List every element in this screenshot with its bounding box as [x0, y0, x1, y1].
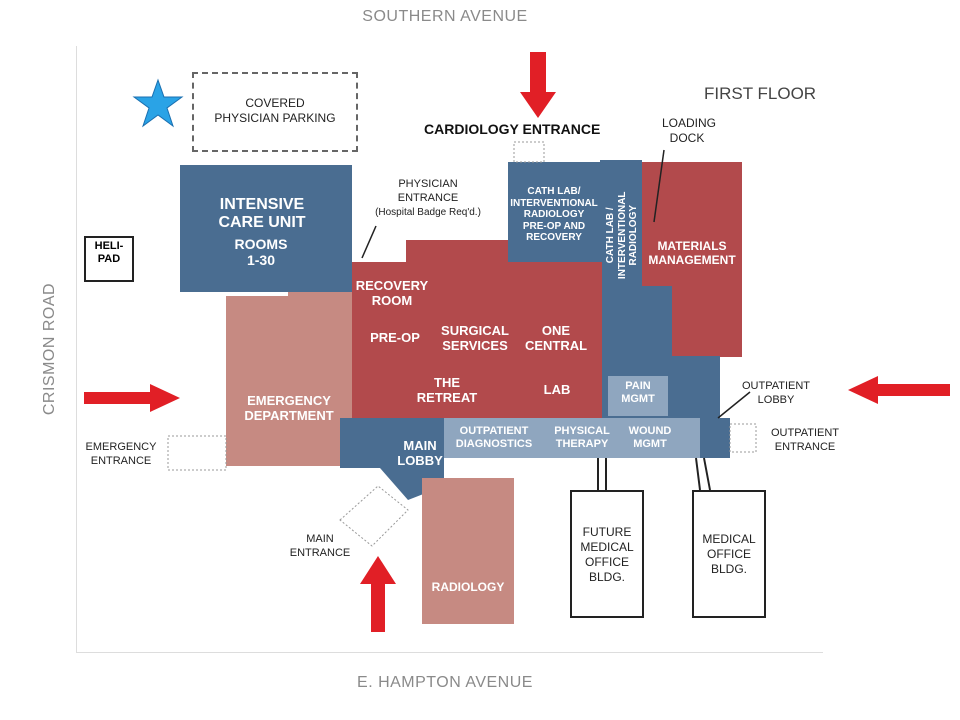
map-sheet	[76, 46, 823, 653]
loading-dock-label: LOADING DOCK	[662, 116, 717, 145]
pain-block	[608, 376, 668, 416]
pain-label: PAIN MGMT	[621, 380, 655, 405]
materials-lower-block	[672, 287, 742, 357]
emergency-entrance-outline	[167, 435, 227, 471]
cath-lab-vertical-block	[600, 160, 642, 286]
helipad: HELI- PAD	[84, 236, 134, 282]
outpatient-lobby-label: OUTPATIENT LOBBY	[741, 380, 811, 406]
recovery-room-label: RECOVERY ROOM	[355, 278, 429, 308]
emergency-label: EMERGENCY DEPARTMENT	[244, 393, 334, 423]
physical-therapy-label: PHYSICAL THERAPY	[554, 425, 610, 450]
walkway-medical-2	[703, 457, 711, 491]
central-block	[508, 286, 602, 418]
helicopter-star-icon	[132, 78, 184, 128]
lab-label: LAB	[543, 382, 571, 397]
icu-label: INTENSIVE CARE UNIT	[218, 196, 306, 232]
arrow-down-cardiology-icon	[520, 52, 556, 118]
road-north-label: SOUTHERN AVENUE	[362, 8, 528, 25]
physician-pointer	[361, 225, 377, 259]
radiology-block	[422, 478, 514, 624]
cath-lab-vertical-label: CATH LAB / INTERVENTIONAL RADIOLOGY	[604, 191, 639, 280]
badge-note: (Hospital Badge Req'd.)	[375, 207, 481, 218]
materials-block	[642, 162, 742, 287]
main-entrance-outline	[339, 485, 409, 547]
outpatient-entrance-outline	[729, 423, 757, 453]
covered-parking-label: COVERED PHYSICIAN PARKING	[214, 96, 336, 125]
arrow-right-emergency-icon	[84, 384, 180, 412]
materials-label: MATERIALS MANAGEMENT	[648, 239, 736, 267]
cardiology-entrance-outline	[513, 141, 545, 163]
outpatient-strip	[444, 418, 722, 458]
icu-block	[180, 165, 352, 292]
outpatient-diag-label: OUTPATIENT DIAGNOSTICS	[455, 425, 533, 450]
radiology-label: RADIOLOGY	[431, 580, 505, 594]
floor-title: FIRST FLOOR	[704, 84, 817, 103]
wound-label: WOUND MGMT	[628, 425, 672, 450]
emergency-upper	[288, 292, 352, 312]
emergency-entrance-label: EMERGENCY ENTRANCE	[85, 441, 157, 467]
covered-parking-outline	[192, 72, 358, 152]
outpatient-strip-end	[700, 418, 730, 458]
cath-lab-label: CATH LAB/ INTERVENTIONAL RADIOLOGY PRE-O…	[510, 186, 598, 243]
preop-label: PRE-OP	[370, 330, 420, 345]
main-entrance-label: MAIN ENTRANCE	[289, 533, 351, 559]
road-south-label: E. HAMPTON AVENUE	[357, 674, 533, 691]
main-lobby-block	[340, 418, 444, 468]
outpatient-entrance-label: OUTPATIENT ENTRANCE	[770, 427, 840, 453]
loading-pointer	[653, 149, 665, 223]
arrow-up-main-icon	[360, 556, 396, 632]
arrow-left-outpatient-icon	[848, 376, 950, 404]
emergency-block	[226, 296, 352, 466]
icu-rooms-label: ROOMS 1-30	[234, 236, 288, 269]
lobby-pointer	[717, 391, 751, 419]
physician-entrance-label: PHYSICIAN ENTRANCE	[397, 178, 459, 204]
future-medical-label: FUTURE MEDICAL OFFICE BLDG.	[580, 525, 634, 584]
retreat-label: THE RETREAT	[416, 375, 478, 405]
surgical-label: SURGICAL SERVICES	[441, 323, 509, 353]
one-central-label: ONE CENTRAL	[524, 323, 588, 353]
medical-office-building	[692, 490, 766, 618]
medical-office-label: MEDICAL OFFICE BLDG.	[702, 532, 756, 576]
main-lobby-label: MAIN LOBBY	[397, 438, 443, 468]
future-medical-building	[570, 490, 644, 618]
walkway-medical	[695, 457, 701, 491]
cardiology-entrance-label: CARDIOLOGY ENTRANCE	[424, 121, 601, 137]
